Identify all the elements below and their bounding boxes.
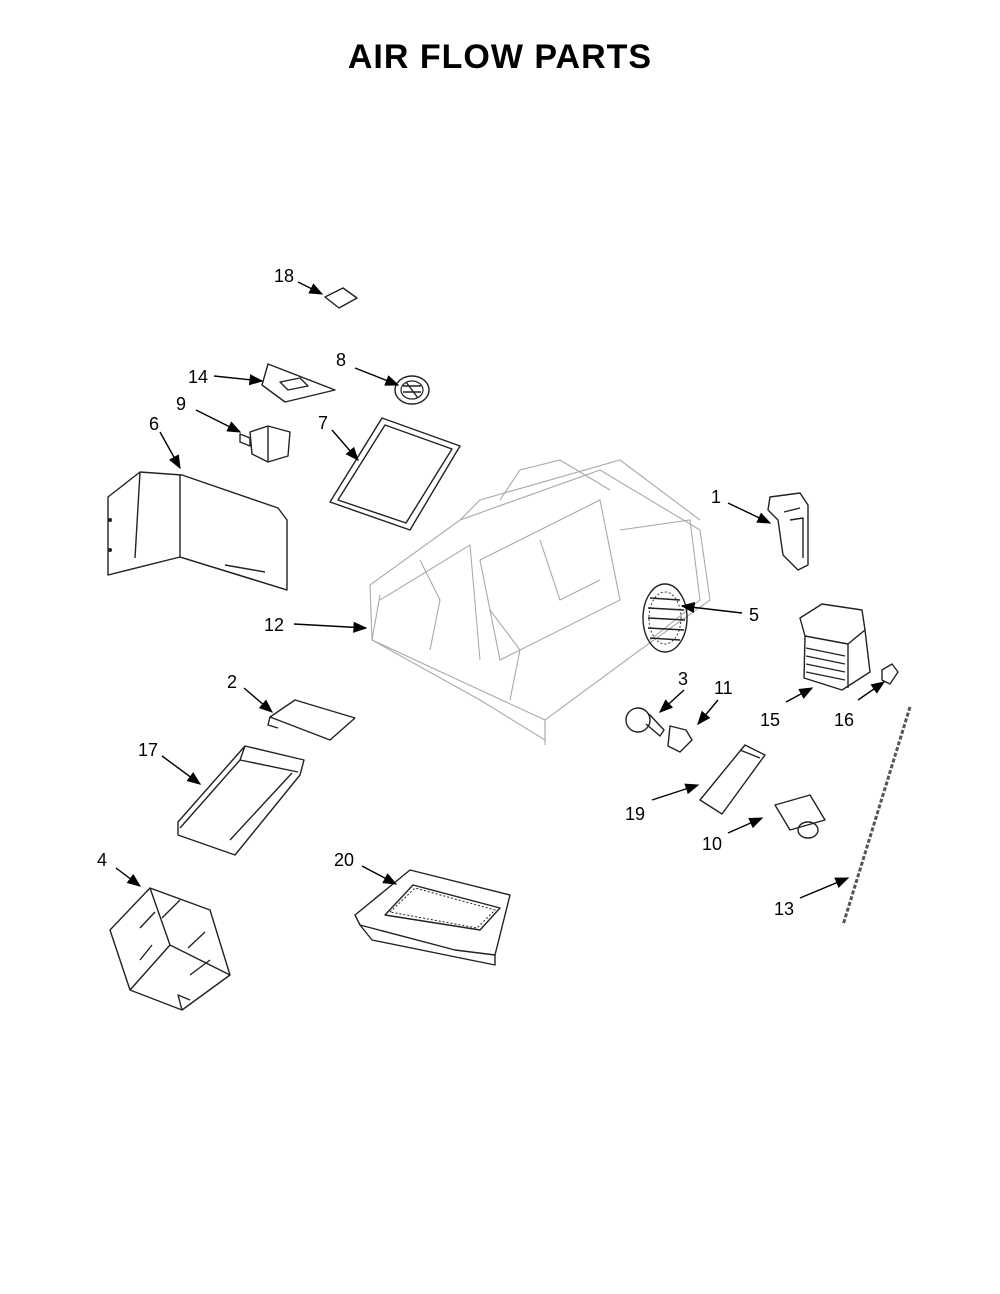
callout-20: 20 [334, 850, 354, 870]
callout-3: 3 [678, 669, 688, 689]
part-8-damper [394, 375, 430, 405]
part-11-socket [667, 725, 693, 753]
callout-1: 1 [711, 487, 721, 507]
callout-19: 19 [625, 804, 645, 824]
part-16-clip [881, 663, 899, 685]
part-6-duct-panel [107, 471, 288, 591]
callout-17: 17 [138, 740, 158, 760]
part-18-label [324, 287, 358, 309]
callout-4: 4 [97, 850, 107, 870]
part-4-bracket-box [109, 887, 231, 1011]
callout-13: 13 [774, 899, 794, 919]
part-2-cover-plate [267, 699, 356, 741]
part-15-magnetron [799, 603, 871, 691]
callout-5: 5 [749, 605, 759, 625]
part-10-switch [774, 794, 826, 839]
callout-9: 9 [176, 394, 186, 414]
callout-6: 6 [149, 414, 159, 434]
part-9-bracket [239, 425, 291, 463]
callout-7: 7 [318, 413, 328, 433]
part-1-vent-bracket [767, 492, 809, 571]
callout-14: 14 [188, 367, 208, 387]
callout-11: 11 [714, 678, 733, 698]
part-13-rod [841, 706, 912, 926]
callout-8: 8 [336, 350, 346, 370]
callout-18: 18 [274, 266, 294, 286]
callout-16: 16 [834, 710, 854, 730]
part-20-grille-tray [354, 869, 511, 966]
callout-15: 15 [760, 710, 780, 730]
part-19-bracket [699, 744, 766, 815]
part-17-air-guide [177, 745, 305, 856]
part-3-bulb [625, 707, 665, 737]
page-title: AIR FLOW PARTS [347, 38, 653, 76]
part-14-plate [261, 363, 336, 403]
callout-12: 12 [264, 615, 284, 635]
part-5-fan [642, 583, 688, 653]
part-7-filter-frame [329, 417, 461, 531]
leader-lines [115, 281, 886, 899]
callouts: 18 8 14 9 7 6 1 5 12 2 3 11 17 15 16 19 … [97, 266, 854, 919]
callout-10: 10 [702, 834, 722, 854]
part-12-cavity-housing [369, 459, 711, 745]
callout-2: 2 [227, 672, 237, 692]
